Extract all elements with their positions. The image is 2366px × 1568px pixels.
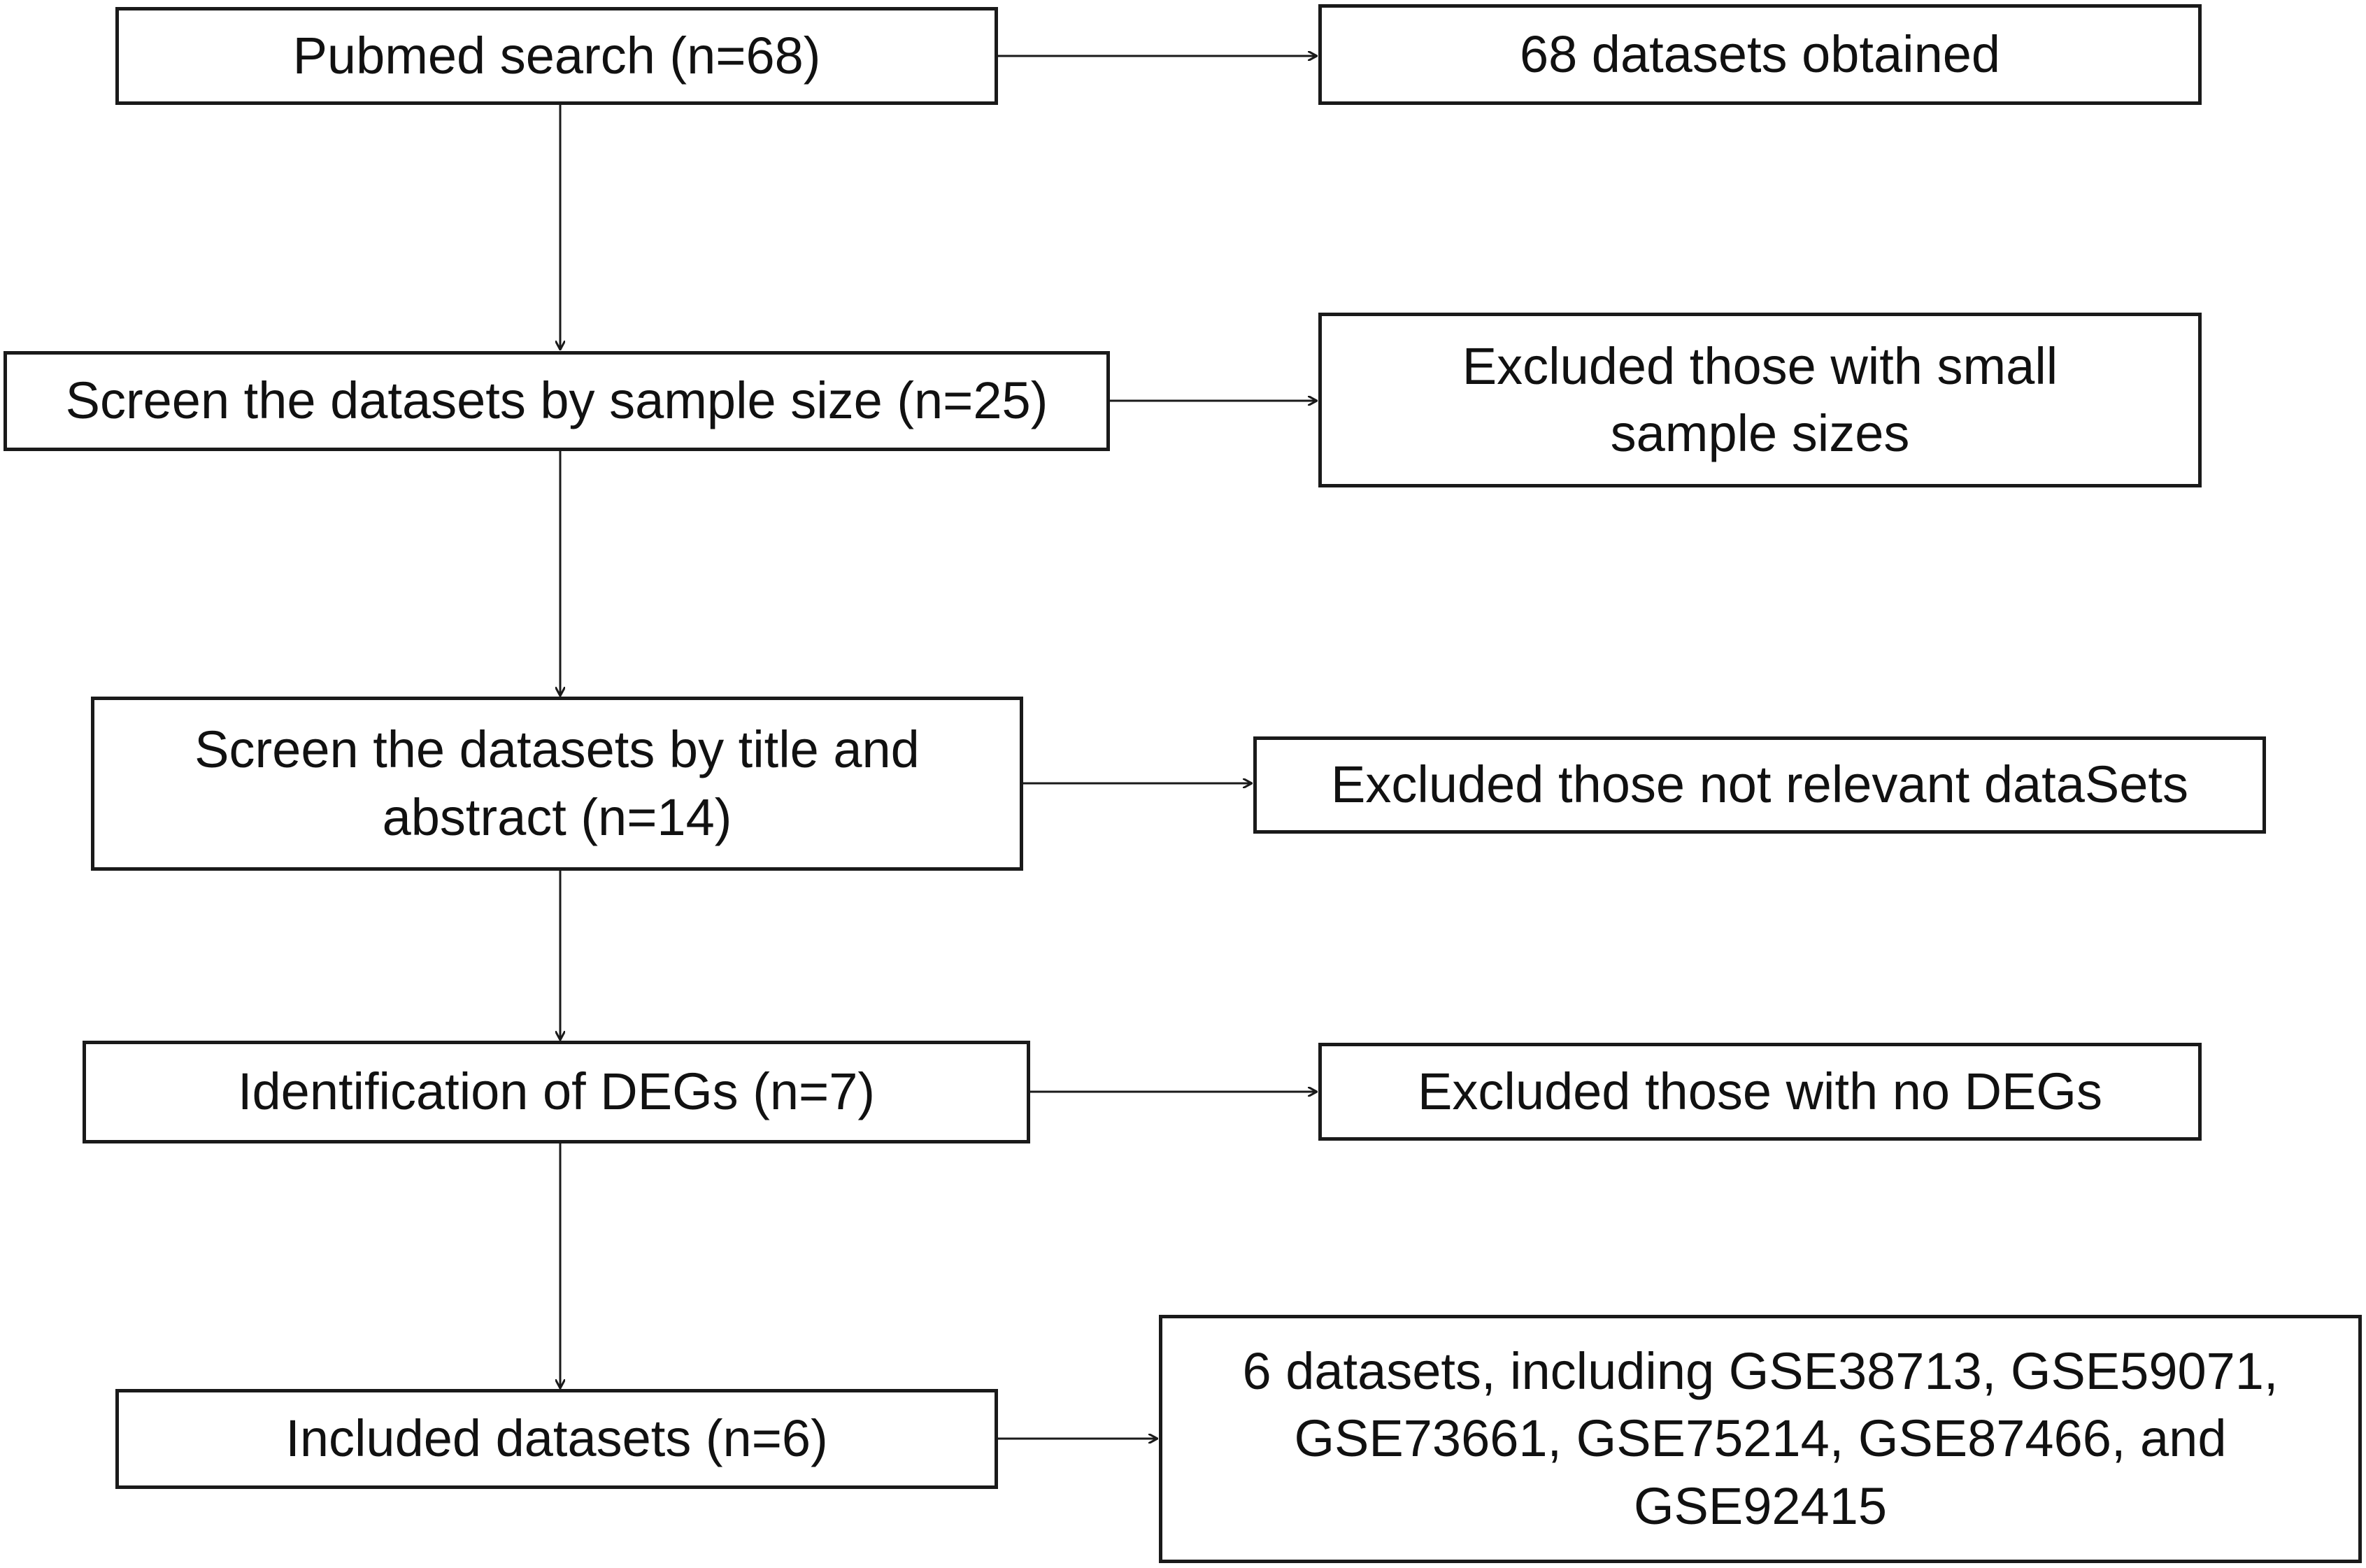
excluded-not-relevant-label: Excluded those not relevant dataSets bbox=[1331, 755, 2188, 814]
excluded-small-samples-box: Excluded those with small sample sizes bbox=[1318, 313, 2202, 487]
pubmed-search-box: Pubmed search (n=68) bbox=[115, 7, 998, 105]
excluded-no-degs-box: Excluded those with no DEGs bbox=[1318, 1043, 2202, 1141]
final-datasets-label: 6 datasets, including GSE38713, GSE59071… bbox=[1242, 1342, 2279, 1535]
screen-sample-size-label: Screen the datasets by sample size (n=25… bbox=[65, 371, 1048, 430]
screen-sample-size-box: Screen the datasets by sample size (n=25… bbox=[3, 351, 1110, 451]
included-datasets-label: Included datasets (n=6) bbox=[285, 1409, 828, 1468]
pubmed-search-label: Pubmed search (n=68) bbox=[292, 26, 821, 85]
identification-degs-box: Identification of DEGs (n=7) bbox=[83, 1041, 1030, 1143]
excluded-small-samples-label: Excluded those with small sample sizes bbox=[1462, 336, 2058, 462]
datasets-obtained-label: 68 datasets obtained bbox=[1519, 24, 2001, 83]
excluded-not-relevant-box: Excluded those not relevant dataSets bbox=[1253, 736, 2266, 834]
screen-title-abstract-label: Screen the datasets by title and abstrac… bbox=[194, 720, 920, 846]
screen-title-abstract-box: Screen the datasets by title and abstrac… bbox=[91, 697, 1023, 871]
included-datasets-box: Included datasets (n=6) bbox=[115, 1389, 998, 1489]
excluded-no-degs-label: Excluded those with no DEGs bbox=[1418, 1062, 2102, 1120]
final-datasets-box: 6 datasets, including GSE38713, GSE59071… bbox=[1159, 1315, 2362, 1563]
identification-degs-label: Identification of DEGs (n=7) bbox=[237, 1062, 876, 1121]
datasets-obtained-box: 68 datasets obtained bbox=[1318, 4, 2202, 105]
